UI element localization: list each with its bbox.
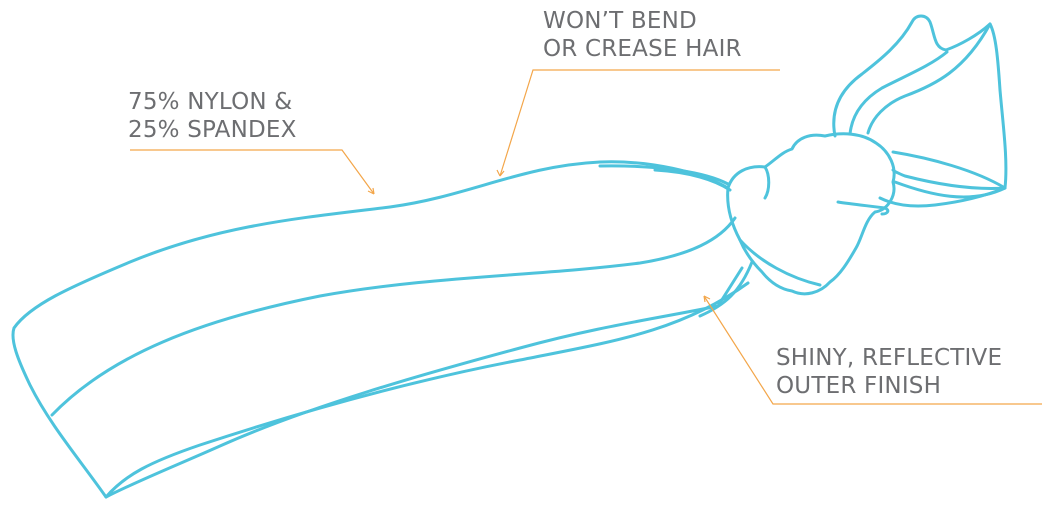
band-fold-line bbox=[52, 218, 735, 415]
callout-finish: SHINY, REFLECTIVE OUTER FINISH bbox=[776, 344, 1002, 400]
knot-crease bbox=[765, 167, 769, 198]
knot-outline bbox=[728, 134, 895, 294]
leader-no-crease bbox=[500, 70, 780, 176]
callout-no-crease-line-2: OR CREASE HAIR bbox=[543, 35, 742, 63]
bow-tail-lower bbox=[880, 152, 1005, 206]
bow-loop-inner-2 bbox=[868, 24, 990, 133]
callout-material-line-2: 25% SPANDEX bbox=[128, 116, 297, 144]
band-outer-outline bbox=[13, 162, 742, 497]
callout-material: 75% NYLON & 25% SPANDEX bbox=[128, 88, 297, 144]
bow-loop-inner bbox=[850, 52, 947, 134]
band-top-layer-1 bbox=[600, 166, 728, 184]
callout-material-line-1: 75% NYLON & bbox=[128, 88, 297, 116]
callout-finish-line-2: OUTER FINISH bbox=[776, 372, 1002, 400]
band-inner-layer bbox=[106, 283, 748, 497]
callout-no-crease: WON’T BEND OR CREASE HAIR bbox=[543, 7, 742, 63]
callout-no-crease-line-1: WON’T BEND bbox=[543, 7, 742, 35]
leader-material bbox=[130, 150, 374, 194]
bow-tail-strand bbox=[838, 202, 888, 214]
callout-finish-line-1: SHINY, REFLECTIVE bbox=[776, 344, 1002, 372]
